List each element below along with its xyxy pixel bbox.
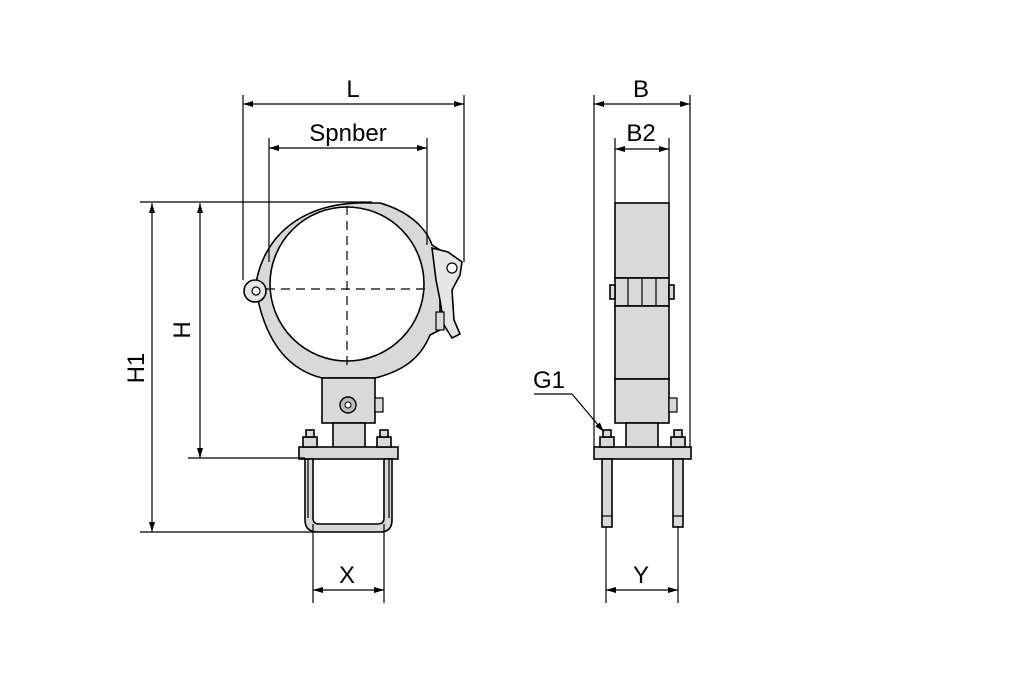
dim-B: B bbox=[633, 76, 649, 103]
front-dimensions: L Spnber H1 H X bbox=[123, 76, 465, 603]
front-view bbox=[140, 201, 463, 533]
label-G1: G1 bbox=[533, 367, 565, 394]
dim-Y: Y bbox=[633, 562, 649, 589]
side-bolt-left bbox=[601, 458, 613, 528]
side-bolt-right bbox=[672, 458, 684, 528]
u-bolt bbox=[304, 458, 393, 533]
side-view bbox=[593, 202, 692, 528]
side-base-plate bbox=[593, 446, 692, 460]
dim-B2: B2 bbox=[626, 120, 655, 147]
side-dimensions: B B2 G1 Y bbox=[533, 76, 691, 603]
dim-spnber: Spnber bbox=[309, 120, 386, 147]
dim-L: L bbox=[346, 76, 359, 103]
dim-H: H bbox=[169, 321, 196, 338]
base-plate bbox=[298, 446, 399, 460]
dim-X: X bbox=[339, 562, 355, 589]
clamp-side-body bbox=[614, 202, 670, 279]
dim-H1: H1 bbox=[123, 353, 150, 384]
